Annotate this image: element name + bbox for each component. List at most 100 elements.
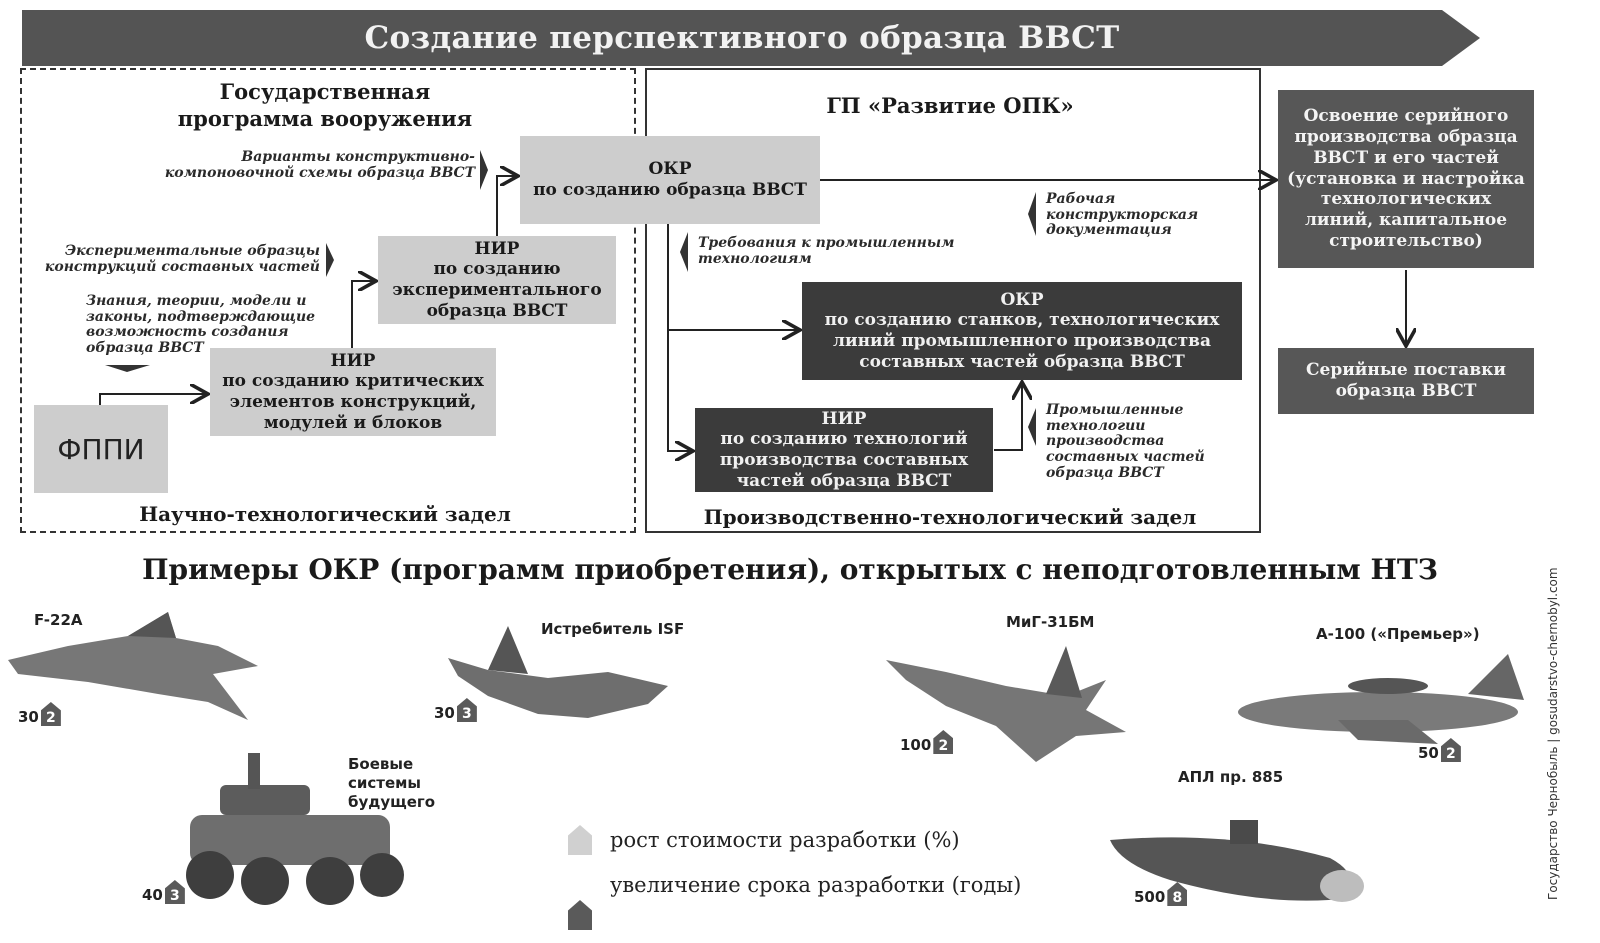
robot-vehicle-image [186,753,404,905]
submarine-label: АПЛ пр. 885 [1178,768,1284,786]
isf-years-icon: 3 [456,698,477,722]
submarine-years: 8 [1172,890,1183,906]
submarine-image [1110,820,1364,902]
isf-cost: 30 [434,704,455,722]
serial-line7: строительство) [1329,230,1483,251]
nir-critical-box: НИР по созданию критических элементов ко… [210,348,496,436]
left-panel [20,68,636,533]
right-panel-title: ГП «Развитие ОПК» [826,93,1074,118]
note-knowledge-line3: возможность создания [86,324,289,341]
fppi-label: ФППИ [57,432,145,466]
okr-machines-line4: составных частей образца ВВСТ [859,351,1185,372]
serial-production-box: Освоение серийного производства образца … [1278,90,1534,268]
serial-line4: (установка и настройка [1287,168,1525,189]
note-knowledge: Знания, теории, модели и законы, подтвер… [86,293,326,357]
note-experimental-line2: конструкций составных частей [44,258,320,275]
note-tech-line5: образца ВВСТ [1046,464,1164,481]
robot-label-line2: системы [348,773,421,792]
mig31-years-icon: 2 [933,730,954,754]
f22-label: F-22A [34,611,83,629]
f22-image [8,612,258,720]
robot-label: Боевые системы будущего [348,755,435,811]
robot-badges: 40 3 [142,880,185,904]
note-tech-line2: технологии [1046,417,1146,434]
legend-cost-text: рост стоимости разработки (%) [610,828,960,852]
okr-machines-line1: ОКР [1000,289,1044,310]
serial-line2: производства образца [1294,127,1518,148]
mig31-badges: 100 2 [900,730,954,754]
nir-critical-line1: НИР [330,350,376,371]
f22-years: 2 [46,710,56,726]
note-knowledge-line2: законы, подтверждающие [86,308,316,325]
mig31-years: 2 [938,738,949,754]
submarine-badges: 500 8 [1134,882,1188,906]
isf-years: 3 [462,706,472,722]
nir-critical-line4: модулей и блоков [263,412,443,433]
nir-tech-line3: производства составных [719,450,969,470]
note-variants-line2: компоновочной схемы образца ВВСТ [164,164,475,181]
connector-arrows [99,150,1600,540]
f22-badges: 30 2 [18,702,61,726]
submarine-years-icon: 8 [1167,882,1188,906]
nir-critical-line2: по созданию критических [222,371,484,392]
nir-tech-box: НИР по созданию технологий производства … [695,408,993,492]
note-requirements: Требования к промышленным технологиям [698,235,958,267]
legend-years-icon [568,900,592,930]
a100-cost: 50 [1418,744,1439,762]
supply-line2: образца ВВСТ [1335,381,1477,401]
note-variants: Варианты конструктивно- компоновочной сх… [150,149,475,181]
note-docs-line2: конструкторская [1046,206,1199,223]
left-panel-title-line1: Государственная [219,79,431,104]
robot-years: 3 [170,888,180,904]
okr-main-line1: ОКР [648,159,692,180]
okr-main-box: ОКР по созданию образца ВВСТ [520,136,820,224]
note-requirements-line2: технологиям [698,250,812,267]
note-docs-line1: Рабочая [1046,191,1116,207]
submarine-cost: 500 [1134,888,1166,906]
isf-badges: 30 3 [434,698,477,722]
right-panel [645,68,1261,533]
right-panel-bottom-label: Производственно-технологический задел [703,505,1197,529]
examples-title: Примеры ОКР (программ приобретения), отк… [142,553,1438,586]
a100-badges: 50 2 [1418,738,1461,762]
serial-line6: линий, капитальное [1304,210,1508,231]
legend-cost-icon [568,825,592,855]
okr-machines-box: ОКР по созданию станков, технологических… [802,282,1242,380]
serial-line3: ВВСТ и его частей [1313,147,1499,168]
a100-image [1238,654,1524,744]
serial-line5: технологических [1320,189,1492,210]
nir-tech-line2: по созданию технологий [720,429,968,450]
okr-machines-line2: по созданию станков, технологических [824,310,1220,331]
nir-experimental-line3: экспериментального [392,280,602,300]
mig31-image [886,646,1126,762]
nir-experimental-line2: по созданию [433,259,561,280]
note-docs: Рабочая конструкторская документация [1046,191,1226,239]
note-knowledge-line1: Знания, теории, модели и [86,293,307,309]
nir-tech-line4: частей образца ВВСТ [736,470,952,491]
nir-critical-line3: элементов конструкций, [229,392,477,412]
left-panel-bottom-label: Научно-технологический задел [139,502,511,526]
robot-label-line1: Боевые [348,755,414,773]
left-panel-title: Государственная программа вооружения [150,78,500,133]
serial-supply-box: Серийные поставки образца ВВСТ [1278,348,1534,414]
isf-label: Истребитель ISF [541,620,685,638]
okr-machines-line3: линий промышленного производства [833,331,1211,351]
left-panel-title-line2: программа вооружения [177,106,473,132]
a100-years-icon: 2 [1440,738,1461,762]
f22-years-icon: 2 [40,702,61,726]
banner-title: Создание перспективного образца ВВСТ [364,20,1120,56]
side-credit: Государство Чернобыль | gosudarstvo-cher… [1546,567,1560,900]
fppi-box: ФППИ [34,405,168,493]
note-requirements-line1: Требования к промышленным [698,235,955,251]
note-tech: Промышленные технологии производства сос… [1046,402,1236,481]
banner-arrow [22,10,1480,66]
f22-cost: 30 [18,708,39,726]
legend-years-text: увеличение срока разработки (годы) [610,873,1022,897]
a100-label: А-100 («Премьер») [1316,625,1480,643]
note-knowledge-line4: образца ВВСТ [86,340,204,357]
nir-tech-line1: НИР [821,408,867,429]
note-tech-line1: Промышленные [1046,402,1184,418]
note-experimental-line1: Экспериментальные образцы [65,243,320,259]
mig31-cost: 100 [900,736,932,754]
okr-main-line2: по созданию образца ВВСТ [533,180,807,200]
